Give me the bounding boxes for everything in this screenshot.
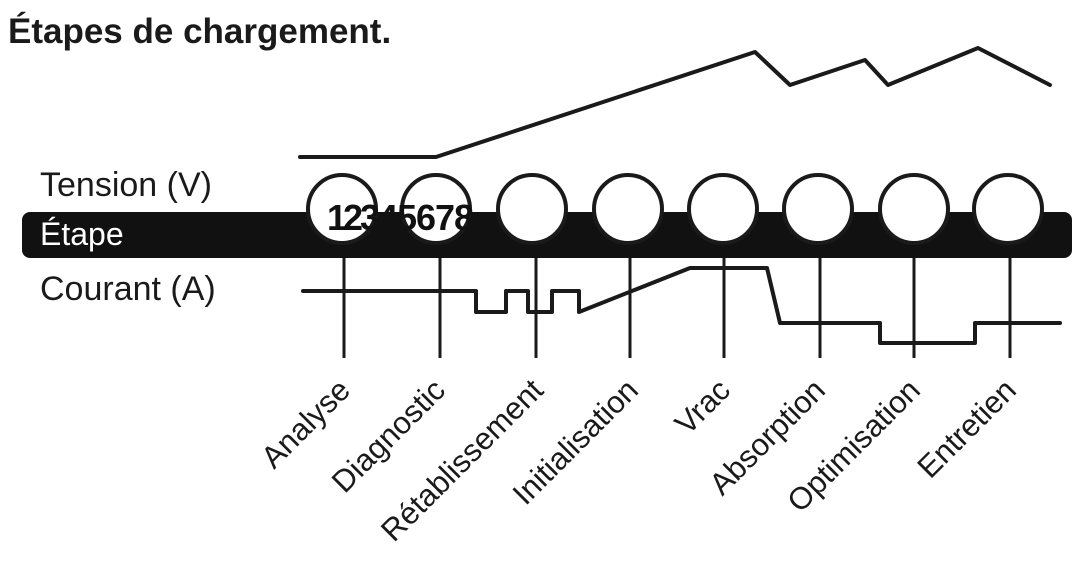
voltage-curve <box>298 46 1052 159</box>
current-row-label: Courant (A) <box>40 270 216 308</box>
step-number-3: 3 <box>360 197 380 238</box>
stage-row-label: Étape <box>40 216 124 252</box>
stage-circle-2 <box>400 173 472 245</box>
stage-ticks <box>342 258 1012 358</box>
stage-label-8: Entretien <box>910 372 1022 484</box>
stage-circle-4 <box>592 173 664 245</box>
stage-circle-1 <box>306 173 378 245</box>
stage-labels: AnalyseDiagnosticRétablissementInitialis… <box>254 372 1023 548</box>
stage-label-5: Vrac <box>668 372 737 441</box>
stage-circle-8 <box>972 173 1044 245</box>
stage-circle-7 <box>878 173 950 245</box>
stage-circles <box>306 173 1044 245</box>
step-number-8: 8 <box>454 197 474 238</box>
stage-circle-5 <box>687 173 759 245</box>
stage-circle-6 <box>782 173 854 245</box>
step-number-5: 5 <box>397 197 417 238</box>
current-curve <box>301 266 1062 345</box>
step-number-4: 4 <box>378 197 398 238</box>
diagram-title: Étapes de chargement. <box>8 11 391 51</box>
step-number-7: 7 <box>435 197 455 238</box>
voltage-row-label: Tension (V) <box>40 166 212 204</box>
step-number-2: 2 <box>343 197 363 238</box>
step-number-1: 1 <box>327 197 347 238</box>
stage-circle-3 <box>496 173 568 245</box>
step-number-6: 6 <box>416 197 436 238</box>
